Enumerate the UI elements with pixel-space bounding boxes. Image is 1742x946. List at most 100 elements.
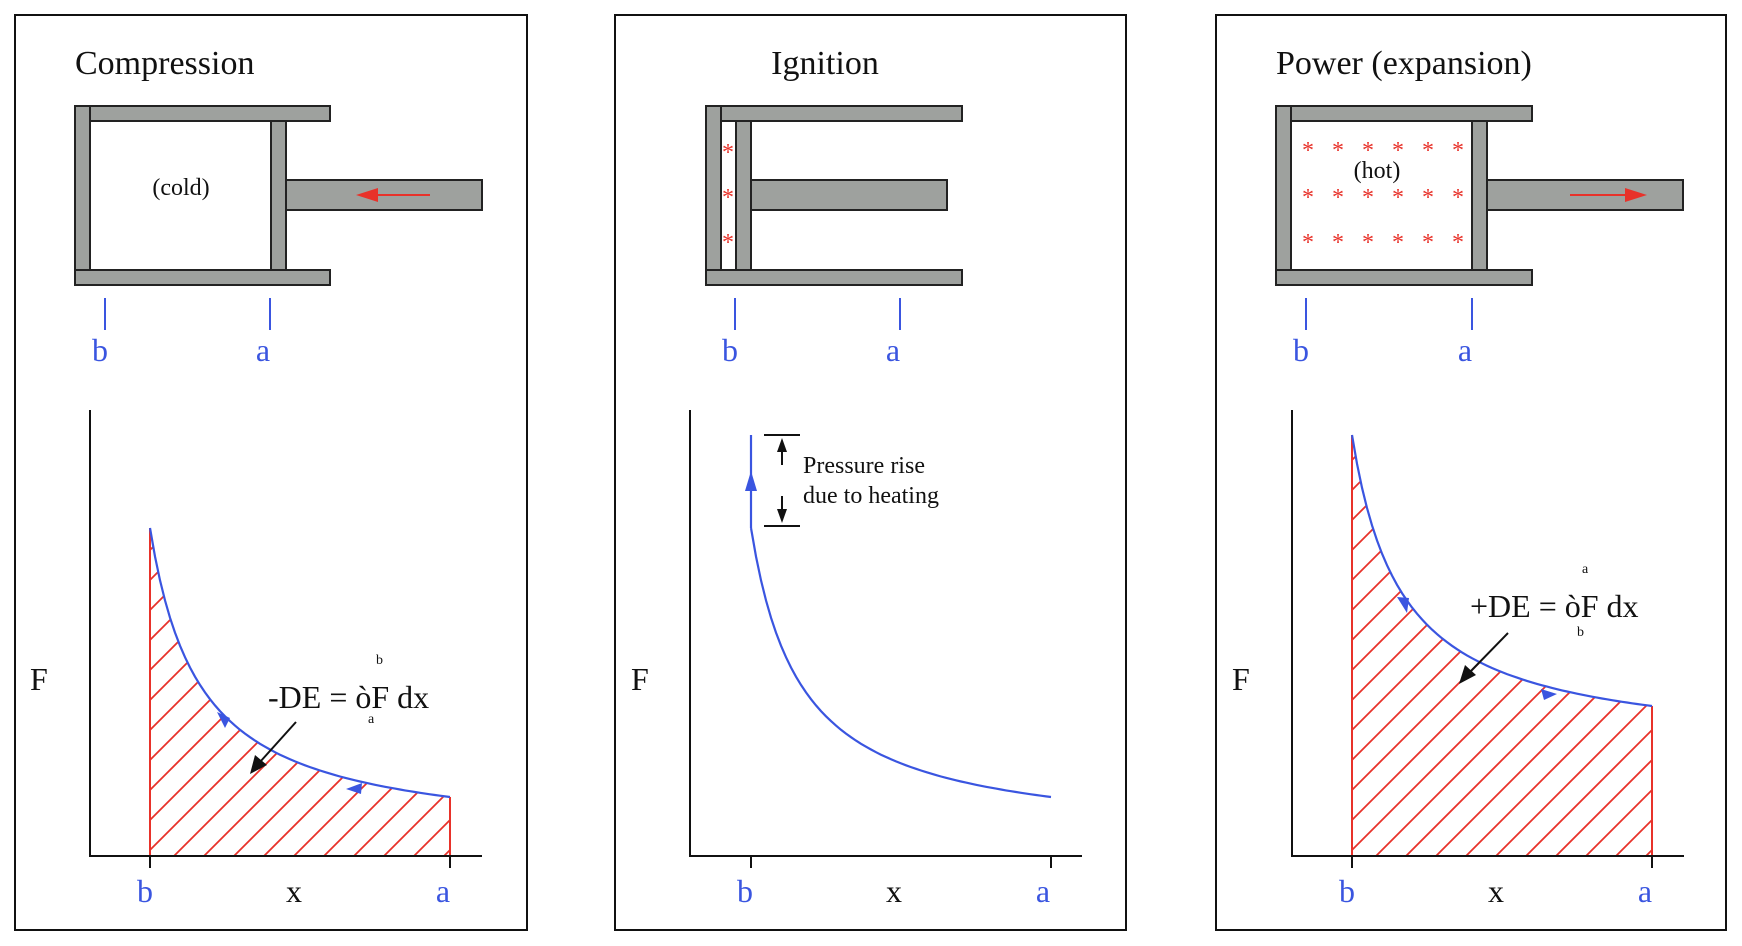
hatch-line xyxy=(353,528,450,856)
cylinder: (cold) xyxy=(74,105,483,286)
spark-icon: * xyxy=(1332,138,1344,164)
y-axis-label: F xyxy=(30,661,48,697)
gas-label: (cold) xyxy=(152,175,209,201)
graph-axes xyxy=(689,410,1082,857)
hatch-line xyxy=(383,528,450,856)
x-tick-label-b: b xyxy=(1339,873,1355,909)
panel-frame xyxy=(614,14,1127,931)
integral-lower-limit: b xyxy=(1577,625,1584,640)
hatch-line xyxy=(1352,435,1652,856)
hatch-line xyxy=(1676,430,1742,856)
spark-icon: * xyxy=(1452,185,1464,211)
piston-head xyxy=(270,120,287,271)
dimension-arrow-up-head xyxy=(777,438,787,452)
hatch-line xyxy=(150,528,211,856)
x-axis-label: x xyxy=(886,873,902,909)
dimension-arrow-down-head xyxy=(777,509,787,523)
panel-power-expansion: Power (expansion) ****************** (ho… xyxy=(1215,14,1742,931)
piston-head xyxy=(1471,120,1488,271)
cylinder-bottom-wall xyxy=(705,269,963,286)
cylinder: ****************** (hot) xyxy=(1275,105,1684,286)
hatch-line xyxy=(443,528,450,856)
hatch-line xyxy=(1352,435,1413,856)
position-label-b: b xyxy=(92,332,108,368)
force-curve xyxy=(749,527,1052,799)
position-label-a: a xyxy=(256,332,270,368)
cylinder-top-wall xyxy=(1275,105,1533,122)
spark-icon: * xyxy=(1362,185,1374,211)
integral-lower-limit: a xyxy=(368,712,375,727)
spark-icon: * xyxy=(1452,138,1464,164)
panel-compression: Compression (cold) b a F x b a xyxy=(14,14,528,931)
hatch-line xyxy=(1352,435,1353,856)
panel-ignition: Ignition *** b a Pressure rise due to he… xyxy=(614,14,1127,931)
hot-gas-particles: ****************** xyxy=(1302,138,1464,256)
hatch-line xyxy=(323,528,450,856)
motion-arrow-head xyxy=(356,188,378,202)
position-label-a: a xyxy=(1458,332,1472,368)
x-tick-label-b: b xyxy=(737,873,753,909)
integral-upper-limit: a xyxy=(1582,562,1589,577)
x-tick-label-a: a xyxy=(436,873,450,909)
force-curve xyxy=(148,527,451,799)
equation-pointer-line xyxy=(1469,632,1509,673)
spark-icon: * xyxy=(1302,185,1314,211)
equation-pointer-head xyxy=(250,755,267,774)
gas-label: (hot) xyxy=(1354,158,1401,184)
x-tick-label-a: a xyxy=(1638,873,1652,909)
panel-title: Compression xyxy=(75,45,254,82)
equation-pointer-head xyxy=(1459,665,1476,684)
spark-icon: * xyxy=(1362,138,1374,164)
spark-icon: * xyxy=(1362,230,1374,256)
spark-icon: * xyxy=(1392,230,1404,256)
curve-direction-arrow xyxy=(217,712,230,728)
spark-icon: * xyxy=(722,185,734,211)
curve-direction-arrow xyxy=(1541,689,1557,700)
spark-icon: * xyxy=(1452,230,1464,256)
spark-icon: * xyxy=(1392,138,1404,164)
cylinder-bottom-wall xyxy=(1275,269,1533,286)
cylinder-end-wall xyxy=(705,105,722,286)
y-axis-label: F xyxy=(1232,661,1250,697)
curve-direction-arrow xyxy=(1397,597,1409,613)
hatch-line xyxy=(150,528,151,856)
hatch-line xyxy=(1615,435,1652,856)
annotation-line-1: Pressure rise xyxy=(803,453,925,479)
work-equation: -DE = òF dx xyxy=(268,679,429,715)
panel-frame xyxy=(1215,14,1727,931)
x-tick-label-b: b xyxy=(137,873,153,909)
spark-icon: * xyxy=(1422,185,1434,211)
spark-icon: * xyxy=(1422,138,1434,164)
panel-title: Power (expansion) xyxy=(1276,45,1532,82)
position-label-b: b xyxy=(1293,332,1309,368)
y-axis-label: F xyxy=(631,661,649,697)
integral-upper-limit: b xyxy=(376,653,383,668)
cylinder-top-wall xyxy=(705,105,963,122)
hatch-line xyxy=(1352,435,1533,856)
panel-frame xyxy=(14,14,528,931)
x-axis-label: x xyxy=(286,873,302,909)
combustion-sparks: * * * xyxy=(722,140,734,256)
spark-icon: * xyxy=(722,230,734,256)
graph-axes xyxy=(1291,410,1684,857)
force-curve xyxy=(1350,434,1653,708)
hatched-work-area xyxy=(1352,430,1742,856)
annotation-line-2: due to heating xyxy=(803,483,939,509)
hatch-line xyxy=(413,528,450,856)
spark-icon: * xyxy=(1332,230,1344,256)
position-label-a: a xyxy=(886,332,900,368)
spark-icon: * xyxy=(1422,230,1434,256)
curve-direction-arrow xyxy=(346,783,362,794)
piston-head xyxy=(735,120,752,271)
hatch-line xyxy=(1555,435,1652,856)
cylinder: * * * xyxy=(705,105,963,286)
cylinder-top-wall xyxy=(74,105,331,122)
hatch-line xyxy=(1525,435,1652,856)
equation-pointer-line xyxy=(259,721,297,763)
graph-axes xyxy=(89,410,482,857)
spark-icon: * xyxy=(1392,185,1404,211)
spark-icon: * xyxy=(722,140,734,166)
piston-rod xyxy=(750,179,948,211)
spark-icon: * xyxy=(1332,185,1344,211)
